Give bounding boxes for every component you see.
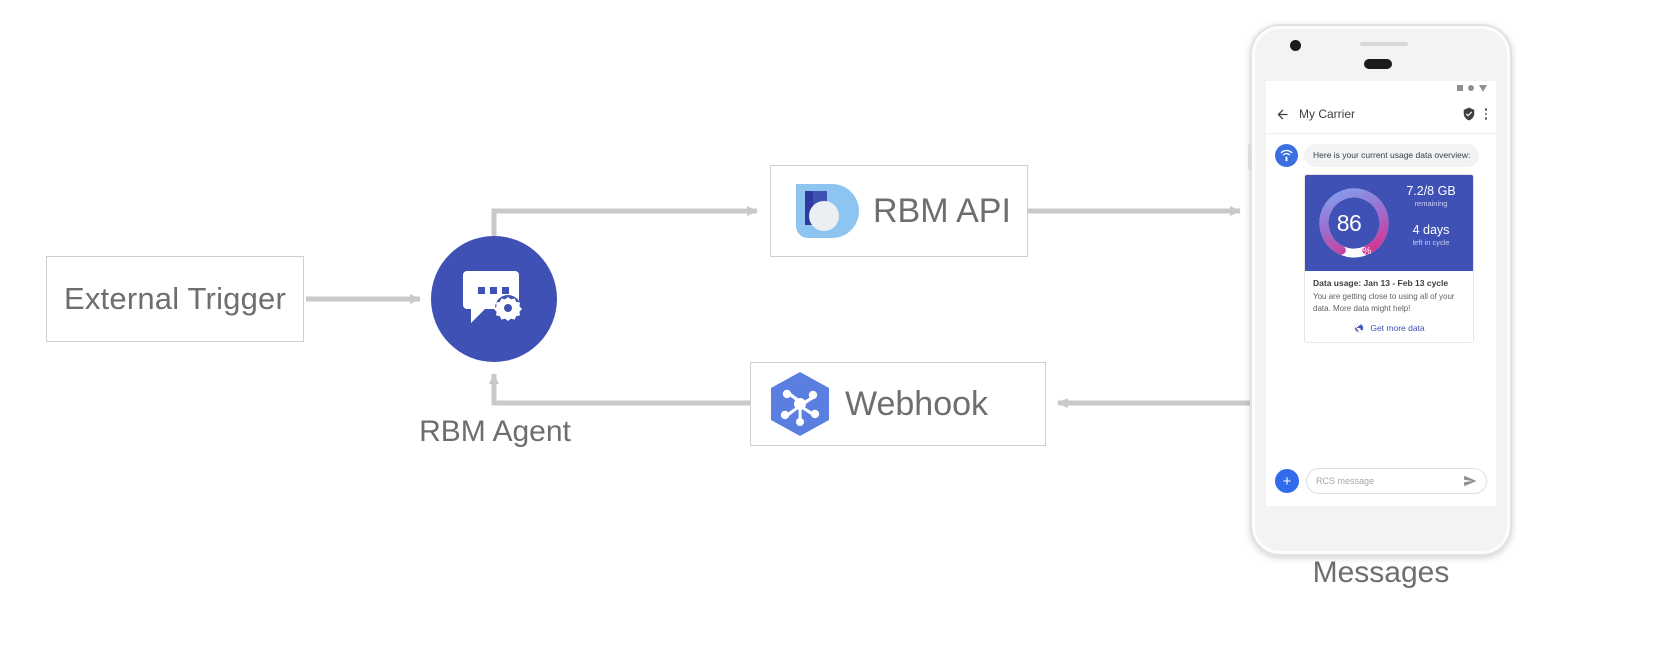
gauge-number: 86 (1336, 209, 1362, 236)
get-more-data-button[interactable]: Get more data (1313, 322, 1465, 336)
front-camera-icon (1290, 40, 1301, 51)
phone-screen: My Carrier (1266, 81, 1496, 506)
edge-agent-to-api (491, 206, 758, 236)
card-title: Data usage: Jan 13 - Feb 13 cycle (1313, 278, 1449, 289)
app-bar: My Carrier (1266, 95, 1496, 134)
rich-card[interactable]: 86 % 7.2/8 GB remaining 4 days left in c… (1304, 174, 1474, 343)
rcs-message-input[interactable]: RCS message (1306, 468, 1487, 494)
phone-mockup: My Carrier (1248, 24, 1512, 556)
node-rbm-api[interactable]: RBM API (770, 165, 1028, 257)
messages-label: Messages (1312, 556, 1450, 589)
plus-icon[interactable]: + (1275, 469, 1299, 493)
gauge-percentage: 86 % (1315, 184, 1393, 262)
days-left-sub: left in cycle (1412, 238, 1450, 248)
conversation-title: My Carrier (1299, 107, 1355, 121)
usage-gauge: 86 % (1315, 184, 1393, 262)
get-more-data-label: Get more data (1370, 322, 1425, 333)
message-composer: + RCS message (1266, 462, 1496, 500)
webhook-label: Webhook (845, 384, 989, 423)
earpiece-speaker (1364, 59, 1392, 69)
rbm-api-icon (796, 184, 859, 238)
hero-stats: 7.2/8 GB remaining 4 days left in cycle (1397, 184, 1465, 247)
webhook-hexagon-icon (771, 372, 829, 436)
rcs-message-placeholder: RCS message (1316, 476, 1375, 486)
overflow-menu-icon[interactable] (1484, 108, 1487, 120)
signal-dot-icon (1468, 85, 1474, 91)
node-rbm-agent[interactable] (431, 236, 557, 362)
signal-square-icon (1457, 85, 1463, 91)
wifi-triangle-icon (1479, 84, 1487, 92)
incoming-message-row: Here is your current usage data overview… (1275, 144, 1487, 168)
chat-gear-icon (463, 271, 523, 323)
external-trigger-label: External Trigger (63, 281, 287, 316)
days-left: 4 days (1412, 223, 1450, 238)
rbm-agent-label: RBM Agent (419, 415, 571, 448)
back-arrow-icon[interactable] (1275, 107, 1290, 122)
send-icon[interactable] (1463, 474, 1477, 488)
proximity-sensor (1360, 42, 1408, 46)
message-bubble: Here is your current usage data overview… (1304, 144, 1480, 168)
gauge-symbol: % (1362, 246, 1372, 258)
node-external-trigger[interactable]: External Trigger (46, 256, 304, 342)
card-body: Data usage: Jan 13 - Feb 13 cycle You ar… (1305, 271, 1473, 341)
node-webhook[interactable]: Webhook (750, 362, 1046, 446)
android-nav-bar (1266, 500, 1496, 506)
hotspot-icon (1275, 144, 1298, 168)
card-hero: 86 % 7.2/8 GB remaining 4 days left in c… (1305, 175, 1473, 272)
data-amount: 7.2/8 GB (1406, 184, 1456, 199)
globe-icon (1354, 322, 1365, 333)
conversation-area: Here is your current usage data overview… (1266, 134, 1496, 462)
card-description: You are getting close to using all of yo… (1313, 292, 1455, 314)
status-bar (1266, 81, 1496, 95)
data-amount-sub: remaining (1414, 199, 1448, 209)
rbm-api-label: RBM API (873, 191, 1011, 230)
phone-power-button[interactable] (1248, 144, 1252, 170)
edge-webhook-to-agent (489, 373, 750, 406)
verified-shield-icon (1463, 107, 1474, 121)
